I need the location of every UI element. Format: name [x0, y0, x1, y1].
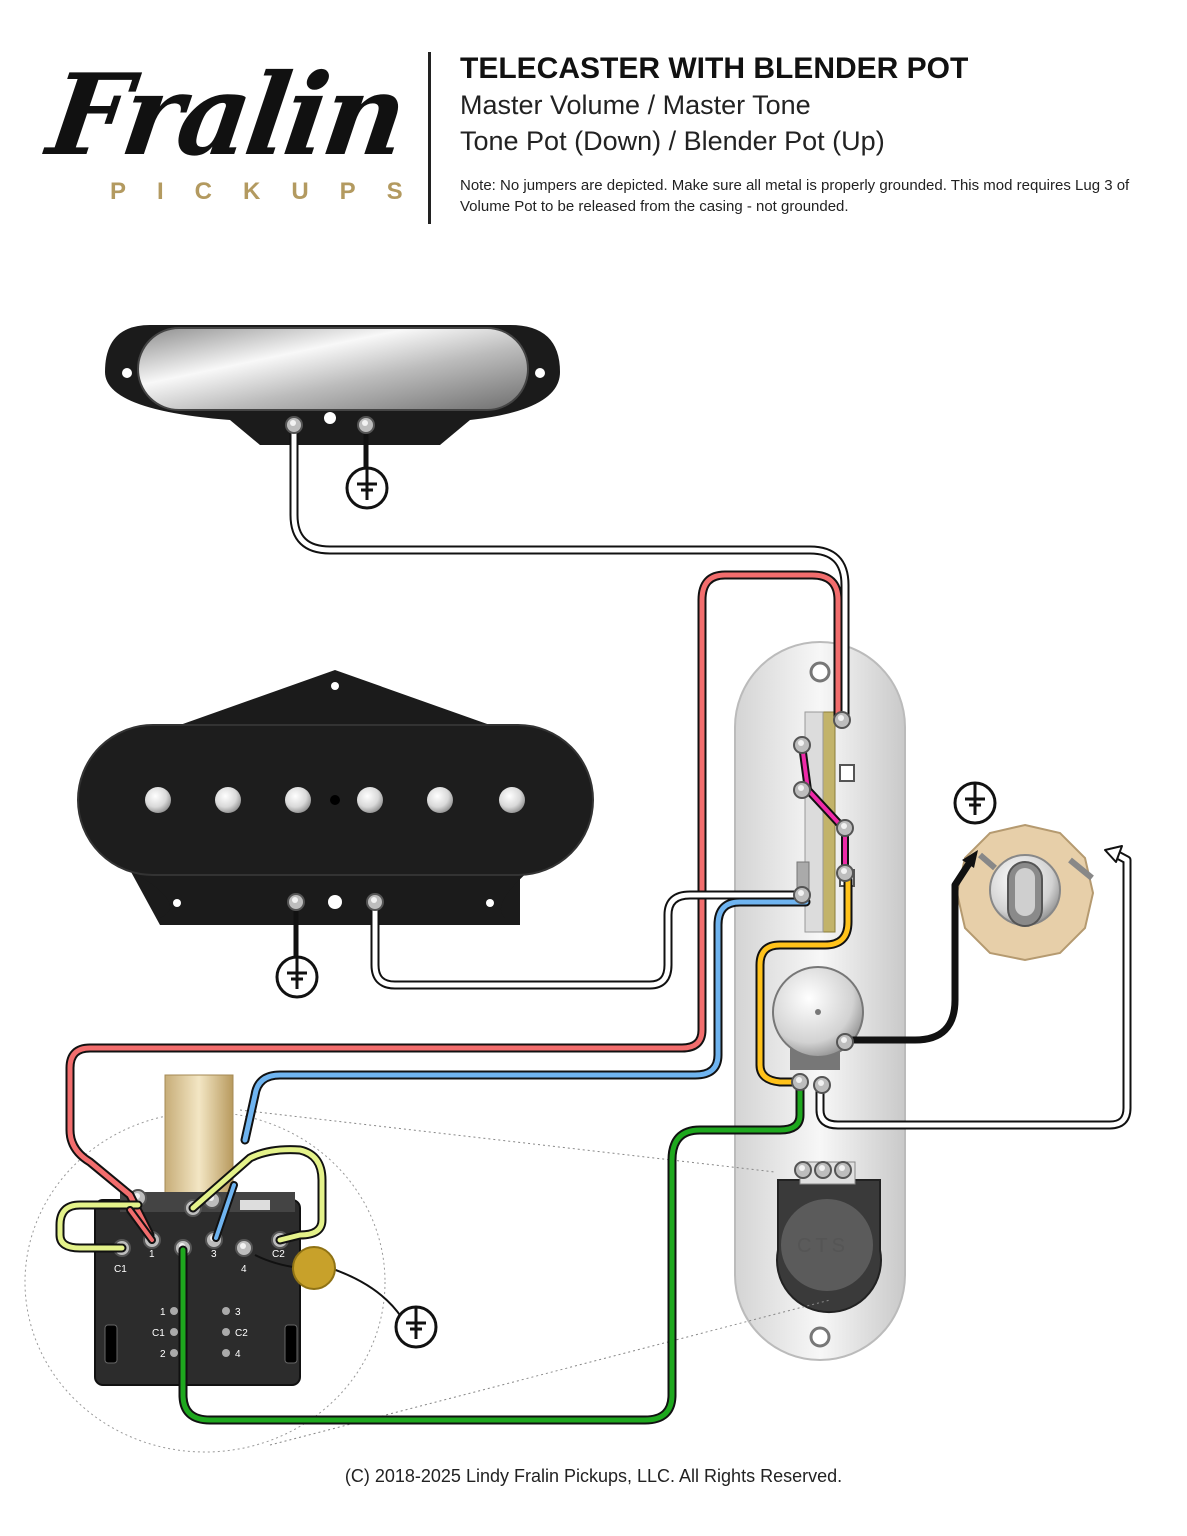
ground-icon: [953, 781, 997, 825]
tone-pot: CTS: [776, 1161, 882, 1314]
side-label: 1: [160, 1307, 166, 1318]
switch-lug: [793, 781, 811, 799]
side-label: C1: [152, 1328, 165, 1339]
side-label: C2: [235, 1328, 248, 1339]
mounting-hole: [331, 682, 339, 690]
ground-icon: [394, 1305, 438, 1349]
zoom-circle: [24, 1111, 386, 1453]
lug-label: 1: [149, 1249, 155, 1260]
mounting-hole: [486, 899, 494, 907]
pickup-lug: [366, 893, 384, 911]
pole-piece: [215, 787, 241, 813]
pot-lug: [836, 1033, 854, 1051]
eyelet: [328, 895, 342, 909]
side-label: 2: [160, 1349, 166, 1360]
diagram-subtitle-2: Tone Pot (Down) / Blender Pot (Up): [460, 126, 885, 156]
pole-piece: [499, 787, 525, 813]
diagram-subtitle-1: Master Volume / Master Tone: [460, 90, 811, 120]
switch-lug: [833, 711, 851, 729]
fralin-logo: Fralin PICKUPS: [41, 50, 411, 220]
blender-lug: [235, 1239, 253, 1257]
switch-lug: [836, 819, 854, 837]
pickup-lug: [287, 893, 305, 911]
pole-piece: [357, 787, 383, 813]
capacitor: [254, 1246, 403, 1319]
ground-icon: [275, 955, 319, 999]
side-label: 3: [235, 1307, 241, 1318]
mounting-hole: [535, 368, 545, 378]
blender-pot-body: [94, 1199, 301, 1386]
pole-piece: [145, 787, 171, 813]
neck-pickup-cover: [137, 327, 529, 411]
pickup-lug: [357, 416, 375, 434]
wire-blue: [240, 897, 811, 1145]
output-jack: [955, 823, 1095, 962]
lug-label: 3: [211, 1249, 217, 1260]
pot-lug: [794, 1161, 812, 1179]
three-way-switch: [796, 711, 855, 933]
lug-label: 4: [241, 1264, 247, 1275]
wires: [55, 423, 1132, 1425]
pot-lug: [791, 1073, 809, 1091]
plate-screw: [809, 661, 831, 683]
logo-subtitle: PICKUPS: [110, 178, 434, 205]
pole-piece: [285, 787, 311, 813]
lug-label: C1: [114, 1264, 127, 1275]
plate-screw: [809, 1326, 831, 1348]
blender-pot: C1 1 3 4 C2 1 C1 2 3 C2 4: [94, 1074, 301, 1386]
neck-pickup: [105, 325, 560, 445]
diagram-title: TELECASTER WITH BLENDER POT: [460, 52, 969, 85]
ground-icon: [345, 466, 389, 510]
mounting-hole: [173, 899, 181, 907]
pole-piece: [427, 787, 453, 813]
mounting-hole: [122, 368, 132, 378]
copyright-footer: (C) 2018-2025 Lindy Fralin Pickups, LLC.…: [344, 1466, 843, 1486]
pot-brand-label: CTS: [797, 1235, 849, 1257]
side-label: 4: [235, 1349, 241, 1360]
lug-label: C2: [272, 1249, 285, 1260]
pot-lug: [814, 1161, 832, 1179]
header-divider: [428, 52, 431, 224]
eyelet: [324, 412, 336, 424]
pickup-lug: [285, 416, 303, 434]
eyelet: [330, 795, 340, 805]
pot-lug: [813, 1076, 831, 1094]
bridge-pickup: [77, 670, 594, 925]
wire-black: [844, 858, 974, 1044]
pot-lug: [834, 1161, 852, 1179]
switch-lug: [793, 886, 811, 904]
diagram-note: Note: No jumpers are depicted. Make sure…: [460, 177, 1130, 215]
switch-lug: [793, 736, 811, 754]
switch-lug: [836, 864, 854, 882]
